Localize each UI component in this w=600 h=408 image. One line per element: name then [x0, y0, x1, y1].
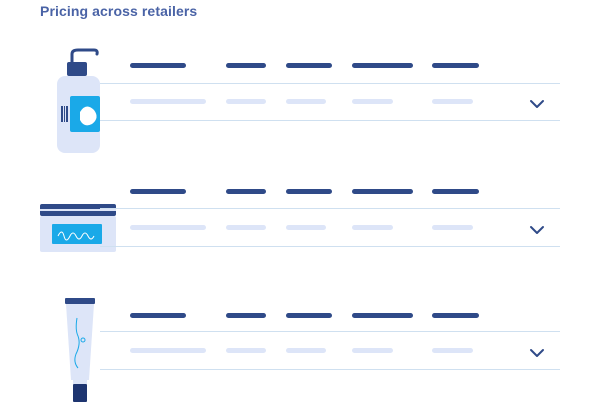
price-placeholder-bar — [286, 99, 326, 104]
price-placeholder-bar — [130, 225, 206, 230]
tube-icon — [60, 296, 100, 408]
row-divider — [100, 83, 560, 84]
price-placeholder-bar — [226, 99, 266, 104]
cream-jar-icon — [38, 202, 118, 259]
price-placeholder-bar — [352, 99, 393, 104]
retailer-header-bar — [286, 63, 332, 68]
retailer-header-bar — [286, 313, 332, 318]
price-placeholder-bar — [432, 348, 473, 353]
row-divider — [100, 120, 560, 121]
retailer-header-bar — [226, 189, 266, 194]
retailer-header-bar — [130, 313, 186, 318]
price-placeholder-bar — [432, 225, 473, 230]
retailer-header-bar — [352, 313, 413, 318]
price-placeholder-bar — [352, 225, 393, 230]
retailer-header-bar — [432, 63, 479, 68]
price-placeholder-bar — [352, 348, 393, 353]
price-placeholder-bar — [226, 225, 266, 230]
retailer-header-bar — [226, 313, 266, 318]
retailer-header-bar — [352, 189, 413, 194]
chevron-down-icon[interactable] — [528, 346, 546, 358]
price-placeholder-bar — [286, 348, 326, 353]
row-divider — [100, 369, 560, 370]
row-divider — [100, 208, 560, 209]
price-placeholder-bar — [432, 99, 473, 104]
page-title: Pricing across retailers — [40, 3, 198, 19]
retailer-header-bar — [130, 63, 186, 68]
pump-bottle-icon — [50, 46, 104, 161]
chevron-down-icon[interactable] — [528, 223, 546, 235]
retailer-header-bar — [432, 313, 479, 318]
chevron-down-icon[interactable] — [528, 97, 546, 109]
retailer-header-bar — [226, 63, 266, 68]
price-placeholder-bar — [130, 348, 206, 353]
price-placeholder-bar — [286, 225, 326, 230]
retailer-header-bar — [130, 189, 186, 194]
row-divider — [100, 246, 560, 247]
price-placeholder-bar — [226, 348, 266, 353]
row-divider — [100, 331, 560, 332]
price-placeholder-bar — [130, 99, 206, 104]
retailer-header-bar — [286, 189, 332, 194]
retailer-header-bar — [432, 189, 479, 194]
retailer-header-bar — [352, 63, 413, 68]
